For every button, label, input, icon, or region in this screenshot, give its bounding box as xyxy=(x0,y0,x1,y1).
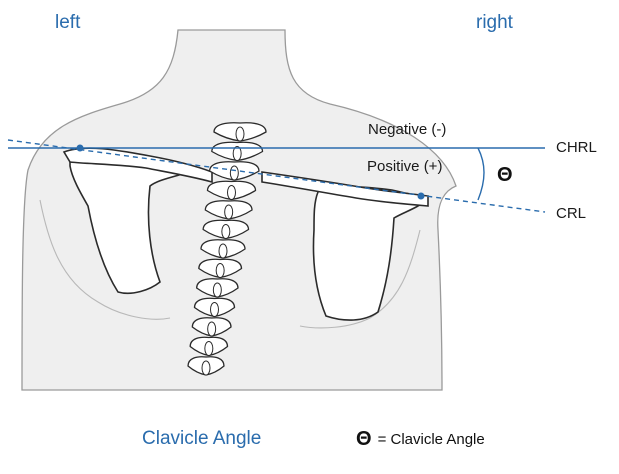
positive-label: Positive (+) xyxy=(367,158,443,175)
spinous-process xyxy=(221,224,231,239)
legend: Θ = Clavicle Angle xyxy=(356,428,485,451)
spinous-process xyxy=(224,204,234,220)
spinous-process xyxy=(227,185,236,200)
spinous-process xyxy=(207,321,217,337)
chrl-label: CHRL xyxy=(556,139,597,156)
spinous-process xyxy=(232,146,242,161)
right-clavicle xyxy=(261,171,429,207)
spinous-process xyxy=(210,302,219,317)
legend-angle-symbol: Θ xyxy=(356,428,372,450)
crl-line xyxy=(7,139,546,213)
legend-text: = Clavicle Angle xyxy=(377,431,485,448)
spine xyxy=(187,122,267,376)
spinous-process xyxy=(204,341,214,356)
left-reference-point xyxy=(76,144,84,152)
crl-label: CRL xyxy=(556,205,587,222)
spinous-process xyxy=(218,243,228,259)
right-reference-point xyxy=(417,192,425,200)
angle-arc xyxy=(477,147,485,201)
right-side-label: right xyxy=(476,12,513,33)
diagram-title: Clavicle Angle xyxy=(142,428,262,449)
left-clavicle xyxy=(62,147,213,184)
spinous-process xyxy=(215,263,225,278)
spinous-process xyxy=(212,282,222,298)
right-armpit-contour xyxy=(299,229,421,329)
spinous-process xyxy=(229,165,239,181)
left-armpit-contour xyxy=(39,199,171,320)
negative-label: Negative (-) xyxy=(368,121,447,138)
spinous-process xyxy=(235,126,245,142)
left-side-label: left xyxy=(55,12,81,33)
angle-symbol: Θ xyxy=(497,164,513,186)
spinous-process xyxy=(201,360,211,376)
right-scapula xyxy=(312,185,428,321)
